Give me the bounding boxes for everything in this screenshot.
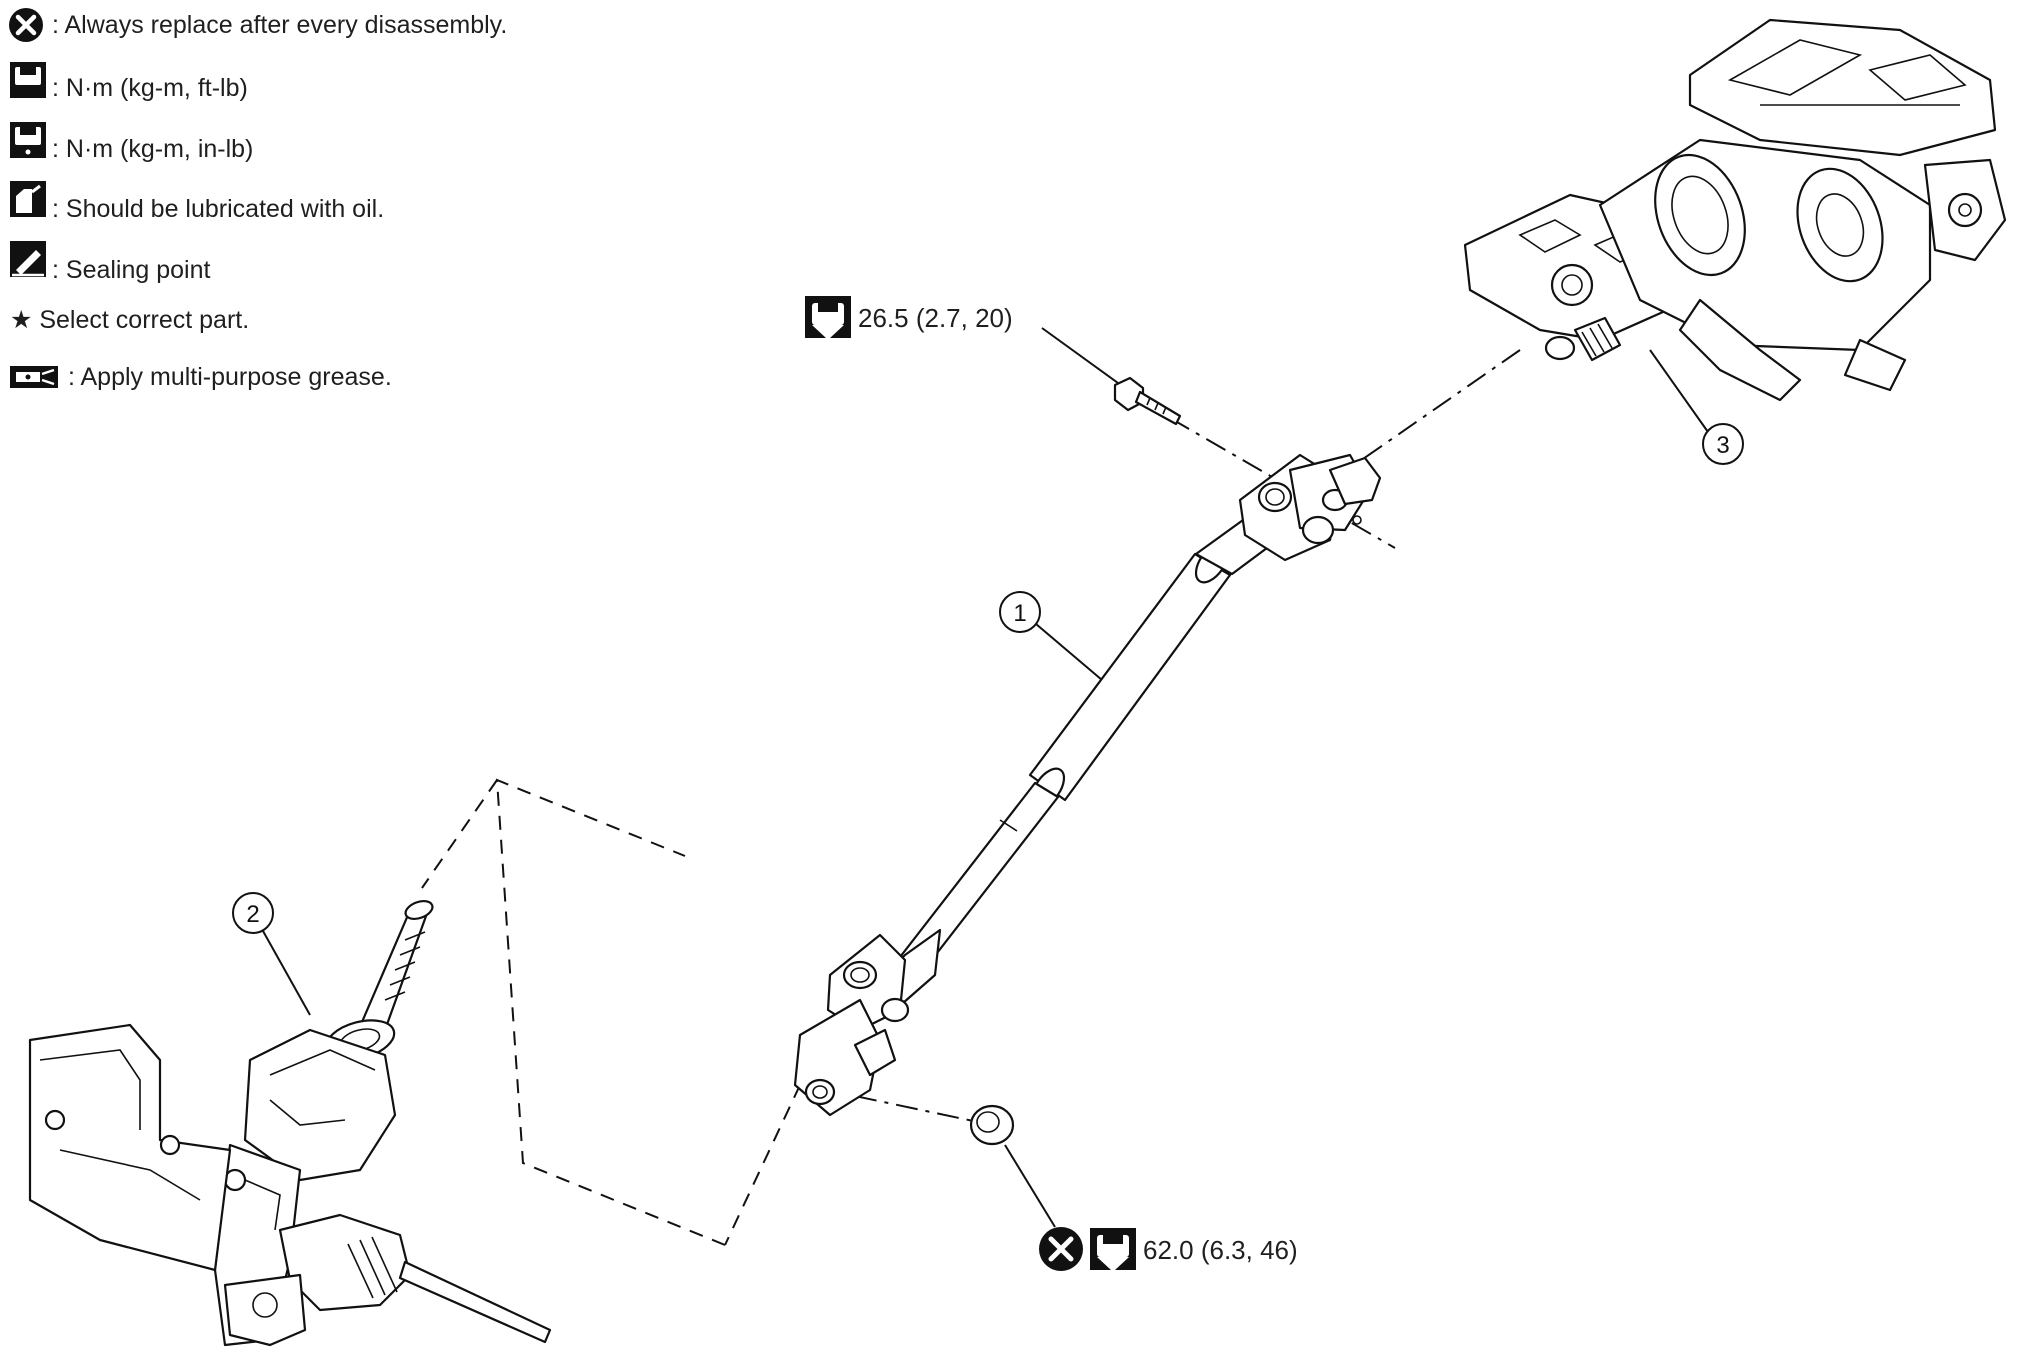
steering-column-assembly bbox=[1463, 18, 2007, 402]
torque-wrench-icon bbox=[805, 296, 851, 338]
torque-wrench-icon bbox=[1090, 1228, 1136, 1270]
steering-gear-assembly bbox=[28, 899, 552, 1347]
legend-item-sealing-point: : Sealing point bbox=[52, 256, 211, 284]
sealing-point-icon bbox=[10, 241, 46, 277]
upper-bolt bbox=[1113, 376, 1182, 426]
legend-item-select-part: ★ Select correct part. bbox=[10, 306, 249, 334]
always-replace-icon bbox=[1039, 1227, 1083, 1271]
legend-item-nm-ftlb: : N·m (kg-m, ft-lb) bbox=[52, 74, 248, 102]
lower-nut bbox=[969, 1104, 1015, 1146]
callout-1: 1 bbox=[999, 591, 1103, 681]
callout-2-label: 2 bbox=[246, 901, 259, 928]
upper-universal-joint bbox=[1238, 453, 1382, 562]
always-replace-icon bbox=[9, 8, 43, 42]
lower-universal-joint bbox=[793, 928, 942, 1117]
torque-spec-lower: 62.0 (6.3, 46) bbox=[1004, 1144, 1298, 1271]
intermediate-shaft bbox=[793, 453, 1382, 1117]
callout-1-label: 1 bbox=[1013, 600, 1026, 627]
legend-item-lubricate-oil: : Should be lubricated with oil. bbox=[52, 195, 384, 223]
callout-3-label: 3 bbox=[1716, 432, 1729, 459]
legend: : Always replace after every disassembly… bbox=[9, 8, 507, 391]
torque-upper-value: 26.5 (2.7, 20) bbox=[858, 303, 1013, 333]
torque-spec-upper: 26.5 (2.7, 20) bbox=[805, 296, 1119, 384]
legend-item-grease: : Apply multi-purpose grease. bbox=[68, 363, 392, 391]
callout-3: 3 bbox=[1649, 349, 1744, 465]
legend-item-nm-inlb: : N·m (kg-m, in-lb) bbox=[52, 135, 253, 163]
grease-icon bbox=[10, 366, 58, 388]
legend-item-always-replace: : Always replace after every disassembly… bbox=[52, 11, 507, 39]
torque-wrench-inlb-icon bbox=[10, 122, 46, 158]
torque-wrench-ftlb-icon bbox=[10, 62, 46, 98]
oil-can-icon bbox=[10, 181, 46, 217]
torque-lower-value: 62.0 (6.3, 46) bbox=[1143, 1235, 1298, 1265]
callout-2: 2 bbox=[232, 892, 311, 1016]
